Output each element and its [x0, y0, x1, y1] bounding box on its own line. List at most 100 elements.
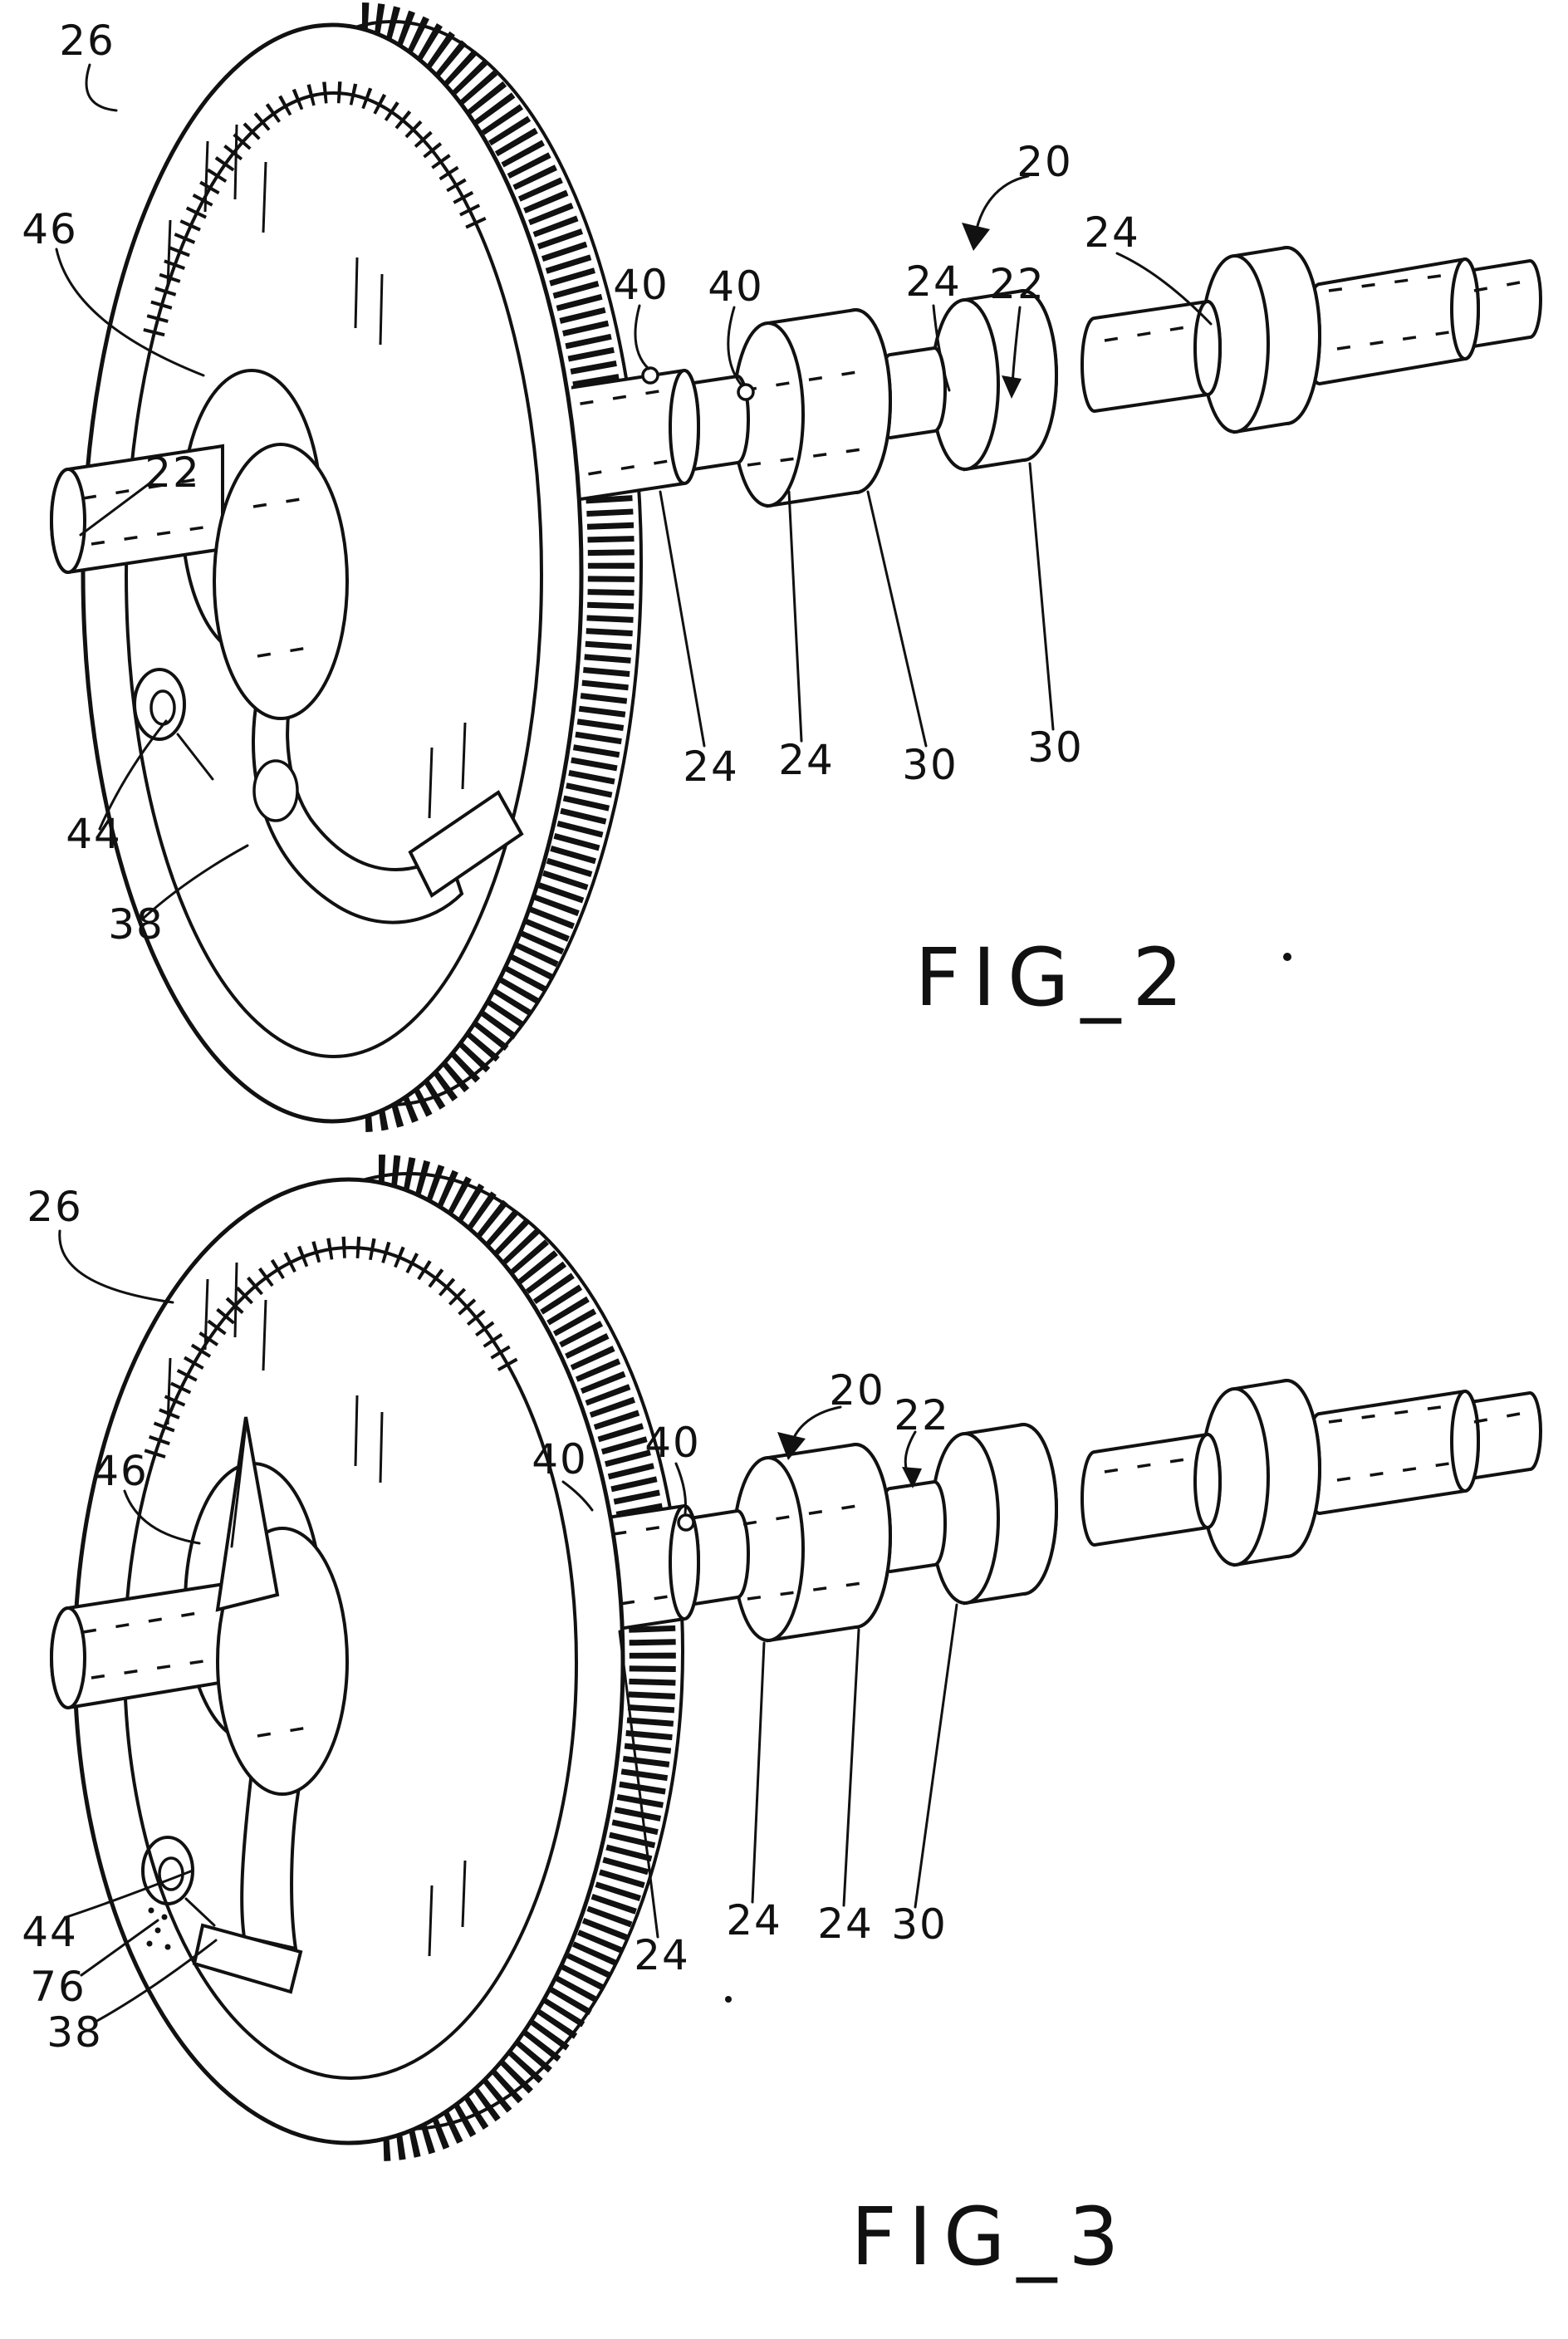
ref-label-76: 76 [30, 1963, 86, 2011]
gear-face-shading [166, 124, 467, 819]
ref-label-40-b: 40 [708, 262, 764, 311]
gear-rim-shading [144, 1236, 520, 1459]
ref-label-26: 26 [59, 17, 115, 65]
leader-24-bottom-mid [787, 490, 803, 743]
leader-38 [94, 1939, 218, 2023]
ref-label-24-top-right: 24 [1084, 208, 1140, 257]
gear-inner-rim [125, 91, 543, 1058]
surface-hatch [1104, 324, 1197, 342]
leader-30 [914, 1603, 958, 1909]
leader-lines-fig3 [58, 1229, 958, 2023]
leader-24-top-left [932, 304, 951, 392]
leader-40-b [674, 1462, 687, 1515]
gear-rim-shading [143, 81, 491, 337]
surface-hatch [257, 1726, 308, 1738]
surface-hatch [82, 476, 208, 500]
pendulum-pad [192, 1923, 303, 1994]
surface-hatch [1328, 1404, 1454, 1424]
camshaft [571, 245, 1542, 508]
ref-label-20: 20 [829, 1366, 885, 1415]
ref-label-30: 30 [891, 1900, 948, 1949]
journal-end-cap [1193, 300, 1222, 396]
spring-tail [184, 1897, 216, 1927]
leader-24-bottom-left [659, 490, 706, 748]
ref-label-24-c: 24 [817, 1900, 874, 1948]
ref-label-30-bottom-right: 30 [1027, 723, 1084, 772]
ref-label-38: 38 [108, 900, 164, 949]
leader-44 [98, 719, 168, 831]
figure-2-title: FIG_2 [915, 931, 1195, 1024]
surface-hatch [747, 447, 869, 467]
ref-label-40-b: 40 [644, 1419, 701, 1467]
leader-22-top [1011, 306, 1022, 385]
leader-24-a [618, 1630, 659, 1939]
arrowhead-22 [1002, 375, 1022, 399]
camshaft [569, 1378, 1542, 1643]
arrowhead-20 [777, 1432, 806, 1460]
leader-22-left [79, 482, 151, 537]
surface-hatch [742, 368, 873, 392]
leader-38 [141, 844, 249, 920]
surface-hatch [252, 497, 306, 508]
pin-ball [677, 1513, 695, 1532]
leader-26 [85, 63, 118, 112]
ref-label-44: 44 [66, 810, 122, 858]
leader-lines-fig2 [55, 63, 1213, 920]
hook-roller [252, 759, 299, 822]
ink-dot [725, 1996, 732, 2003]
ref-label-24-bottom-mid: 24 [778, 736, 835, 784]
pendulum-hook [240, 1777, 301, 1951]
leader-44 [65, 1869, 194, 1919]
hub-boss-front [213, 443, 349, 720]
gear-face-shading [166, 1262, 467, 1957]
surface-hatch [742, 1502, 873, 1526]
figure-3-title: FIG_3 [851, 2190, 1131, 2283]
surface-hatch [257, 646, 308, 658]
surface-hatch [82, 1610, 208, 1634]
journal-end-cap [1450, 257, 1480, 360]
spring-tail [176, 733, 214, 781]
hub-vane [215, 1416, 280, 1612]
surface-hatch [747, 1581, 869, 1601]
journal-end-cap [1450, 1390, 1480, 1493]
ref-label-22: 22 [894, 1391, 950, 1439]
ref-label-46: 46 [92, 1447, 149, 1495]
figure-3: 26 46 40 40 20 22 44 76 38 24 24 24 30 F… [22, 1155, 1542, 2283]
ref-label-24-top-left: 24 [905, 257, 962, 306]
journal-end-cap [1193, 1433, 1222, 1529]
leader-24-b [751, 1641, 766, 1904]
gear-teeth-band [378, 1155, 676, 2161]
ref-label-44: 44 [22, 1908, 78, 1956]
ref-label-24-bottom-left: 24 [683, 743, 739, 791]
ref-label-46: 46 [22, 205, 78, 253]
leader-40-a [634, 304, 650, 370]
journal-end-cap [669, 1504, 700, 1621]
ref-label-24-a: 24 [634, 1931, 690, 1979]
surface-hatch [1473, 281, 1521, 292]
figure-2: 26 46 22 40 40 24 22 20 24 44 38 24 24 3… [22, 2, 1542, 1132]
ref-label-38: 38 [47, 2008, 103, 2057]
leader-76 [80, 1919, 159, 1977]
arrowhead-22 [902, 1467, 922, 1488]
leader-30-bottom-right [1028, 462, 1055, 731]
surface-hatch [1473, 1412, 1521, 1424]
stub-end-cap [50, 468, 86, 574]
ref-label-40-a: 40 [532, 1435, 588, 1483]
pendulum-pad [408, 790, 524, 898]
leader-40-a [561, 1480, 594, 1512]
hub-vane-edge [230, 1424, 247, 1548]
leader-30-bottom-left [866, 490, 928, 748]
ink-dot [1283, 953, 1291, 961]
leader-24-c [842, 1628, 860, 1907]
ref-label-22-top: 22 [989, 260, 1046, 308]
pin-ball [737, 383, 755, 401]
surface-hatch [1328, 272, 1454, 292]
stub-end-cap [50, 1606, 86, 1709]
arrowhead-20 [962, 223, 990, 251]
pin-ball [641, 366, 659, 385]
gear-teeth-band [361, 2, 635, 1132]
leader-46 [55, 248, 205, 377]
leader-24-top-right [1115, 252, 1213, 326]
